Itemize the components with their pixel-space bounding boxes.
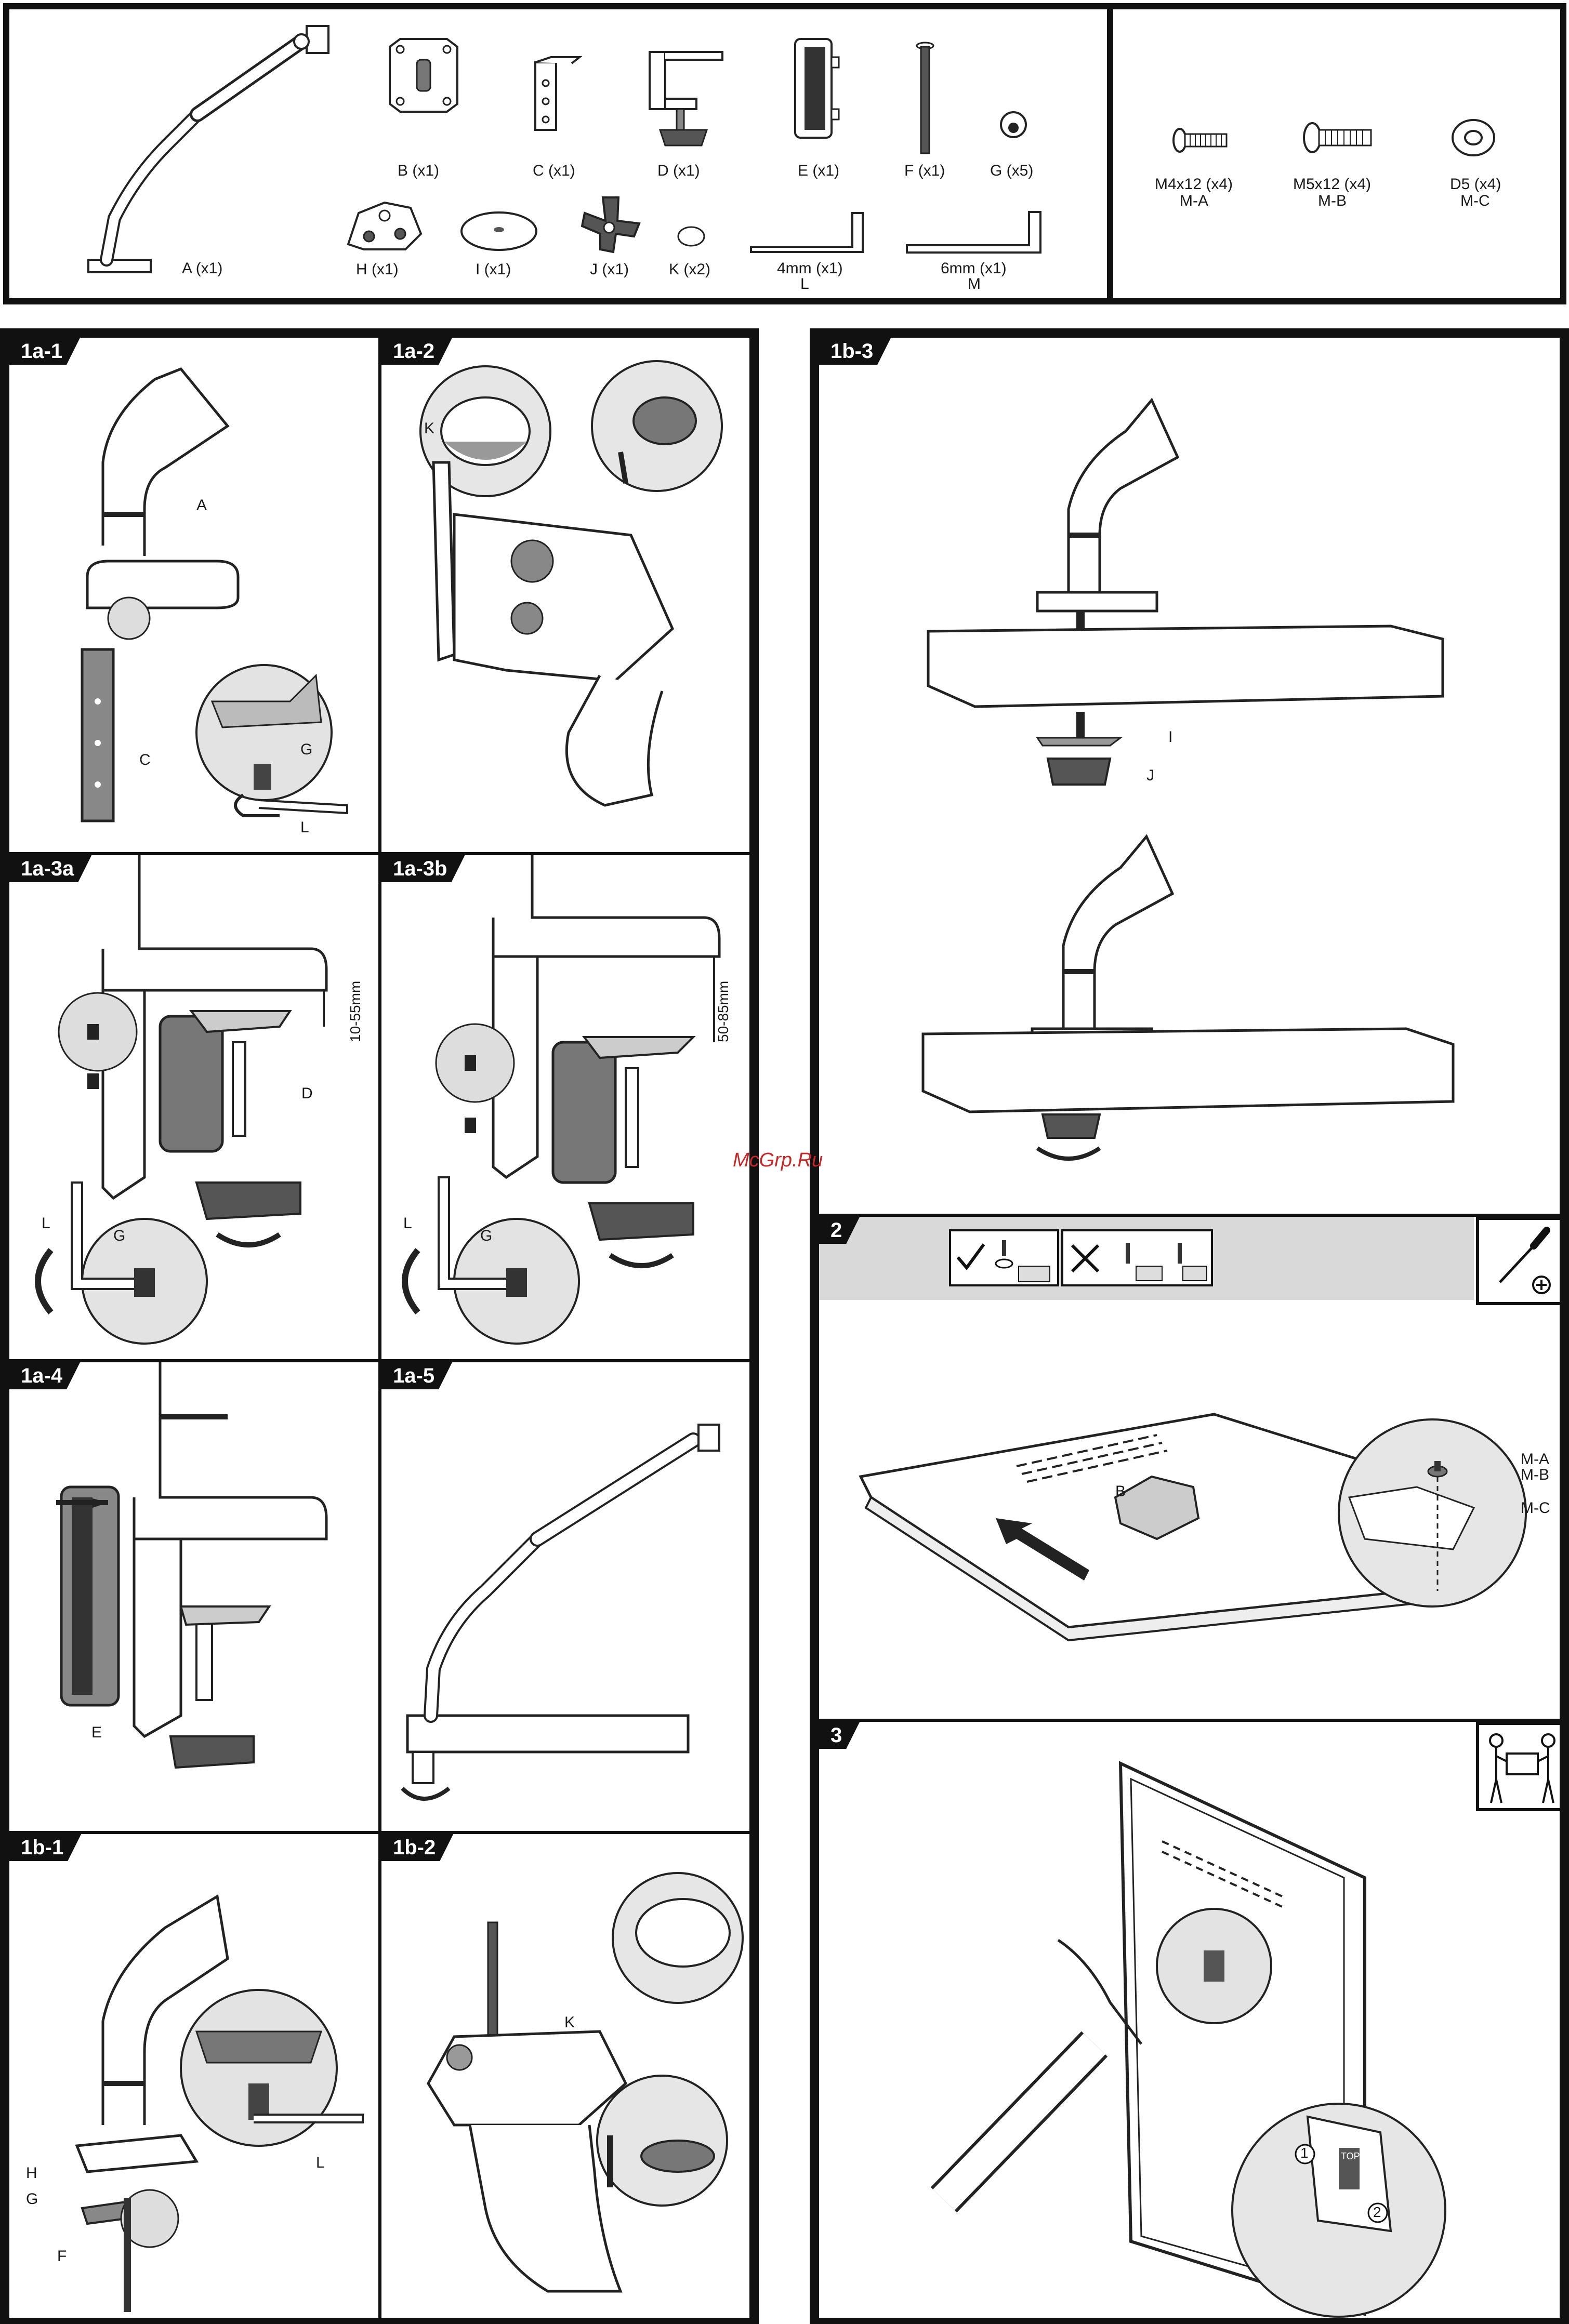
step-1b-2-illustration <box>381 1834 753 2321</box>
part-d-label: D (x1) <box>657 162 700 180</box>
callout-b: B <box>1115 1483 1126 1500</box>
washer-d5-size: D5 (x4) <box>1450 176 1501 193</box>
step-1a-4-illustration <box>9 1362 381 1834</box>
step-1b-3-illustration <box>819 338 1563 1217</box>
part-m-label: M <box>968 275 981 293</box>
screw-m5-size: M5x12 (x4) <box>1293 176 1371 193</box>
step-2-illustration <box>819 1217 1563 1722</box>
part-a-arm-illustration <box>78 21 348 281</box>
part-h-plate-illustration <box>343 197 426 255</box>
step-1a-5-panel: 1a-5 <box>378 1359 753 1834</box>
callout-e: E <box>91 1724 102 1742</box>
part-m-hex-key-illustration <box>904 208 1045 255</box>
step-1a-4-panel: 1a-4 E <box>6 1359 381 1834</box>
step-2-panel: 2 <box>816 1214 1563 1722</box>
washer-d5-code: M-C <box>1460 192 1490 210</box>
part-g-label: G (x5) <box>990 162 1033 180</box>
part-m-size-label: 6mm (x1) <box>941 260 1007 277</box>
dimension-10-55mm: 10-55mm <box>347 981 364 1042</box>
part-c-label: C (x1) <box>533 162 575 180</box>
callout-f: F <box>57 2248 67 2265</box>
step-1a-2-illustration <box>381 338 753 855</box>
part-f-label: F (x1) <box>904 162 945 180</box>
part-b-vesa-plate-illustration <box>385 36 463 114</box>
watermark-text: McGrp.Ru <box>733 1149 823 1172</box>
part-j-label: J (x1) <box>590 261 629 278</box>
washer-d5-illustration <box>1450 117 1497 158</box>
step-3-panel: 3 1 2 TOP <box>816 1719 1563 2321</box>
callout-l-1a3b: L <box>403 1215 412 1232</box>
step-1b-3-panel: 1b-3 I J <box>816 335 1563 1217</box>
callout-d: D <box>301 1085 313 1103</box>
callout-k-1b2: K <box>564 2014 575 2031</box>
screw-m4-illustration <box>1169 125 1232 156</box>
top-label: TOP <box>1341 2151 1360 2162</box>
callout-g-1a3a: G <box>113 1227 125 1245</box>
screw-m4-size: M4x12 (x4) <box>1155 176 1233 193</box>
part-g-screw-illustration <box>998 109 1029 140</box>
part-i-label: I (x1) <box>476 261 511 278</box>
step-1b-1-panel: 1b-1 H G F L <box>6 1831 381 2321</box>
part-i-washer-illustration <box>457 208 540 255</box>
screw-m4-code: M-A <box>1180 192 1208 210</box>
step-1a-1-illustration <box>9 338 381 855</box>
part-b-label: B (x1) <box>398 162 439 180</box>
step-1a-3a-panel: 1a-3a 10-55mm D L G <box>6 852 381 1362</box>
part-l-size-label: 4mm (x1) <box>777 260 843 277</box>
part-f-bolt-illustration <box>915 42 935 156</box>
callout-i: I <box>1168 728 1172 746</box>
callout-step-1: 1 <box>1300 2145 1309 2161</box>
callout-g-1b1: G <box>26 2190 38 2208</box>
callout-j: J <box>1146 767 1154 785</box>
part-c-bracket-illustration <box>530 57 582 135</box>
step-1a-5-illustration <box>381 1362 753 1834</box>
callout-mb: M-B <box>1521 1466 1549 1484</box>
step-1a-3a-illustration <box>9 855 381 1362</box>
part-l-label: L <box>800 275 809 293</box>
part-h-label: H (x1) <box>356 261 399 278</box>
step-1a-3b-illustration <box>381 855 753 1362</box>
callout-step-2: 2 <box>1373 2204 1381 2221</box>
screw-m5-code: M-B <box>1318 192 1347 210</box>
step-1b-2-panel: 1b-2 K <box>378 1831 753 2321</box>
part-a-label: A (x1) <box>182 260 222 277</box>
callout-c: C <box>139 751 151 769</box>
part-k-pad-illustration <box>676 223 707 249</box>
callout-k: K <box>424 420 434 437</box>
part-j-knob-illustration <box>577 192 644 255</box>
callout-mc: M-C <box>1521 1499 1550 1517</box>
callout-ma: M-A <box>1521 1451 1549 1468</box>
part-e-label: E (x1) <box>798 162 839 180</box>
callout-l-1b1: L <box>316 2154 325 2172</box>
callout-h: H <box>26 2164 37 2182</box>
part-k-label: K (x2) <box>669 261 710 278</box>
callout-l: L <box>300 819 309 836</box>
step-3-illustration <box>819 1722 1563 2321</box>
callout-g: G <box>300 741 312 759</box>
callout-g-1a3b: G <box>480 1227 492 1245</box>
screw-m5-illustration <box>1299 119 1377 156</box>
callout-l-1a3a: L <box>42 1215 50 1232</box>
part-d-clamp-illustration <box>644 47 733 151</box>
callout-a: A <box>196 497 207 514</box>
part-l-hex-key-illustration <box>748 208 868 255</box>
dimension-50-85mm: 50-85mm <box>715 981 732 1042</box>
step-1a-2-panel: 1a-2 K <box>378 335 753 855</box>
part-e-cover-illustration <box>790 36 847 140</box>
step-1a-1-panel: 1a-1 A C G L <box>6 335 381 855</box>
step-1a-3b-panel: 1a-3b 50-85mm L G <box>378 852 753 1362</box>
